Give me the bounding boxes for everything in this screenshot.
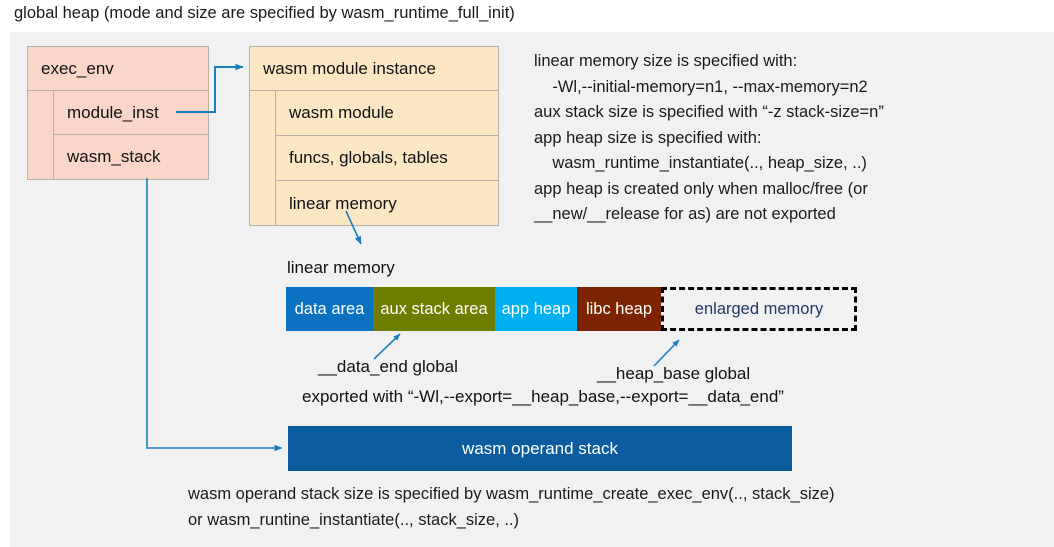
exec-env-rows: module_inst wasm_stack — [54, 91, 208, 179]
wasm-module-instance-box: wasm module instance wasm module funcs, … — [249, 46, 499, 226]
module-instance-body: wasm module funcs, globals, tables linea… — [250, 91, 498, 226]
annotation-exported: exported with “-Wl,--export=__heap_base,… — [302, 387, 784, 406]
linear-memory-notes: linear memory size is specified with: -W… — [534, 52, 884, 223]
linear-memory-bar-label: linear memory — [287, 258, 395, 277]
memory-segment-libc-heap: libc heap — [577, 287, 661, 331]
exec-env-box: exec_env module_inst wasm_stack — [27, 46, 209, 180]
module-instance-field-wasm-module: wasm module — [276, 91, 498, 136]
exec-env-header: exec_env — [28, 47, 208, 91]
exec-env-field-module-inst: module_inst — [54, 91, 208, 135]
exec-env-gutter — [28, 91, 54, 179]
memory-segment-aux-stack-area: aux stack area — [373, 287, 495, 331]
wasm-operand-stack-bar: wasm operand stack — [288, 426, 792, 471]
exec-env-field-wasm-stack: wasm_stack — [67, 147, 161, 166]
operand-stack-note: wasm operand stack size is specified by … — [188, 485, 835, 529]
module-instance-field-funcs-globals-tables: funcs, globals, tables — [276, 136, 498, 181]
memory-segment-app-heap: app heap — [495, 287, 577, 331]
module-instance-rows: wasm module funcs, globals, tables linea… — [276, 91, 498, 226]
module-instance-field-linear-memory: linear memory — [289, 193, 397, 213]
memory-segment-data-area: data area — [286, 287, 373, 331]
diagram-title: global heap (mode and size are specified… — [14, 4, 515, 22]
exec-env-body: module_inst wasm_stack — [28, 91, 208, 179]
memory-segment-enlarged-memory: enlarged memory — [661, 287, 857, 331]
annotation-data-end: __data_end global — [318, 357, 458, 376]
module-instance-header: wasm module instance — [250, 47, 498, 91]
annotation-heap-base: __heap_base global — [597, 364, 751, 383]
module-instance-gutter — [250, 91, 276, 226]
